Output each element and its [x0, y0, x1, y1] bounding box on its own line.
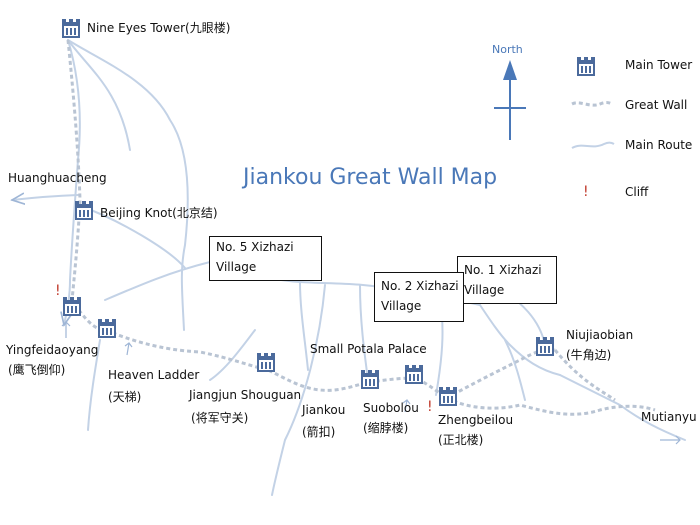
north-label: North [492, 43, 523, 56]
village-no5-line2: Village [216, 260, 257, 274]
label-jiangjun-shouguan: Jiangjun Shouguan [189, 388, 302, 402]
tower-icon [536, 337, 554, 356]
map-title: Jiankou Great Wall Map [243, 165, 498, 190]
label-niujiaobian: Niujiaobian [566, 328, 634, 342]
legend-cliff: Cliff [625, 185, 649, 199]
label-beijing-knot: Beijing Knot(北京结) [100, 206, 218, 220]
label-jiankou-cn: (箭扣) [302, 425, 336, 439]
label-yingfeidaoyang-cn: (鹰飞倒仰) [8, 363, 66, 377]
north-arrow-icon [494, 60, 526, 140]
label-zhengbeilou: Zhengbeilou [438, 413, 514, 427]
label-huanghuacheng: Huanghuacheng [8, 171, 107, 185]
village-no2-line2: Village [381, 299, 422, 313]
village-no5-line1: No. 5 Xizhazi [216, 240, 294, 254]
legend-main-route: Main Route [625, 138, 693, 152]
label-mutianyu: Mutianyu [641, 410, 697, 424]
label-jiangjun-shouguan-cn: (将军守关) [191, 411, 249, 425]
route-arrows [61, 321, 681, 445]
label-nine-eyes-tower: Nine Eyes Tower(九眼楼) [87, 21, 231, 35]
village-no2-line1: No. 2 Xizhazi [381, 279, 459, 293]
tower-icon [62, 19, 80, 38]
tower-icon [98, 319, 116, 338]
label-zhengbeilou-cn: (正北楼) [438, 433, 484, 447]
cliff-icon: ! [427, 399, 433, 415]
great-wall [66, 39, 656, 416]
tower-icon [405, 365, 423, 384]
tower-icon [361, 370, 379, 389]
tower-icon [75, 201, 93, 220]
label-heaven-ladder: Heaven Ladder [108, 368, 200, 382]
cliff-markers: ! ! [55, 283, 433, 415]
label-yingfeidaoyang: Yingfeidaoyang [6, 343, 99, 357]
label-small-potala-palace: Small Potala Palace [310, 342, 427, 356]
village-no1-line2: Village [464, 283, 505, 297]
tower-icon [439, 387, 457, 406]
label-jiankou: Jiankou [302, 403, 346, 417]
village-box-no1: No. 1 Xizhazi Village [457, 256, 557, 304]
label-suobolou: Suobolou [363, 401, 419, 415]
cliff-icon: ! [583, 184, 589, 200]
village-box-no5: No. 5 Xizhazi Village [209, 236, 322, 281]
cliff-icon: ! [55, 283, 61, 299]
legend-symbols: ! [571, 57, 615, 200]
tower-icon [257, 353, 275, 372]
legend-main-tower: Main Tower [625, 58, 693, 72]
label-suobolou-cn: (缩脖楼) [363, 421, 409, 435]
label-heaven-ladder-cn: (天梯) [108, 390, 142, 404]
village-no1-line1: No. 1 Xizhazi [464, 263, 542, 277]
main-routes [12, 39, 686, 496]
label-niujiaobian-cn: (牛角边) [566, 348, 612, 362]
tower-icon [577, 57, 595, 76]
tower-icon [63, 297, 81, 316]
village-box-no2: No. 2 Xizhazi Village [374, 272, 464, 322]
legend-great-wall: Great Wall [625, 98, 688, 112]
